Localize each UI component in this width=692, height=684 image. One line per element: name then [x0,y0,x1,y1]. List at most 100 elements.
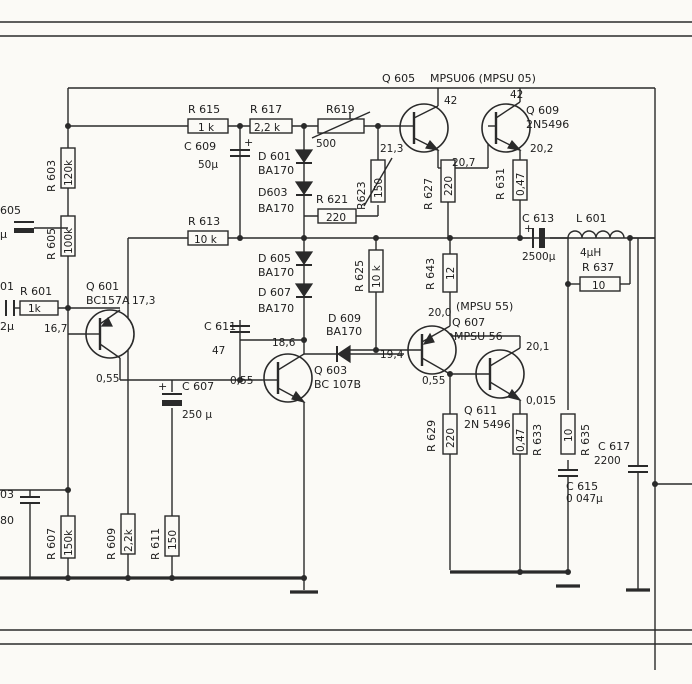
svg-text:R 603: R 603 [45,160,58,192]
svg-text:D 601: D 601 [258,150,291,163]
svg-text:BC157A: BC157A [86,294,130,307]
svg-text:10: 10 [592,280,605,292]
svg-text:03: 03 [0,488,14,501]
svg-text:100k: 100k [63,227,75,254]
svg-text:50µ: 50µ [198,159,218,171]
r603-body [60,147,76,189]
svg-text:150: 150 [167,530,179,550]
svg-text:BA170: BA170 [258,164,294,177]
svg-text:150k: 150k [63,529,75,556]
svg-text:4µH: 4µH [580,247,601,259]
r617-body [249,118,293,134]
svg-text:R 631: R 631 [494,168,507,200]
svg-text:0,47: 0,47 [515,429,527,452]
r633-body [512,413,528,455]
r635-body [560,413,576,455]
svg-text:µ: µ [0,228,7,241]
svg-text:2N5496: 2N5496 [526,118,569,131]
svg-text:20,2: 20,2 [530,143,553,155]
svg-text:0,47: 0,47 [515,173,527,196]
transistors: Q 605 MPSU06 (MPSU 05) Q 609 2N5496 Q 60… [68,72,569,431]
r605-body [60,215,76,257]
svg-text:220: 220 [326,212,346,224]
svg-text:80: 80 [0,514,14,527]
svg-text:R619: R619 [326,103,355,116]
svg-text:C 613: C 613 [522,212,554,225]
svg-text:C 607: C 607 [182,380,214,393]
svg-text:42: 42 [510,89,523,101]
frame-lines [0,21,692,645]
svg-text:D 607: D 607 [258,286,291,299]
d603-symbol [294,181,314,196]
svg-text:R 613: R 613 [188,215,220,228]
svg-text:16,7: 16,7 [44,323,67,335]
svg-text:0 047µ: 0 047µ [566,493,603,505]
svg-text:R 605: R 605 [45,228,58,260]
svg-text:Q 601: Q 601 [86,280,119,293]
svg-text:Q 611: Q 611 [464,404,497,417]
svg-text:0,015: 0,015 [526,395,556,407]
svg-text:D 609: D 609 [328,312,361,325]
svg-text:10: 10 [563,429,575,442]
svg-text:250 µ: 250 µ [182,409,212,421]
svg-text:R 625: R 625 [353,260,366,292]
ground-rails [0,570,650,594]
r615-body [187,118,229,134]
svg-text:+: + [524,222,533,235]
svg-text:D 605: D 605 [258,252,291,265]
svg-text:BA170: BA170 [258,302,294,315]
svg-text:19,4: 19,4 [380,349,404,361]
svg-text:12: 12 [445,267,457,280]
svg-text:47: 47 [212,345,225,357]
q603-body [263,353,313,403]
svg-text:220: 220 [445,428,457,448]
svg-text:C 617: C 617 [598,440,630,453]
svg-text:21,3: 21,3 [380,143,403,155]
d607-symbol [294,283,314,298]
r627-body [440,159,456,203]
svg-text:L 601: L 601 [576,212,607,225]
svg-text:R 635: R 635 [579,424,592,456]
svg-text:C 615: C 615 [566,480,598,493]
svg-text:R 609: R 609 [105,528,118,560]
r631-body [512,159,528,201]
svg-text:C 609: C 609 [184,140,216,153]
svg-text:BC 107B: BC 107B [314,378,361,391]
junction-dots [65,123,658,581]
r643-body [442,253,458,293]
voltage-labels: 42 42 21,3 20,7 20,2 17,3 16,7 0,55 18,6… [44,89,556,407]
r637-body [579,276,621,292]
resistors: 1 k R 615 2,2 k R 617 R619 500 120k R 60… [19,103,621,560]
svg-text:R 633: R 633 [531,424,544,456]
svg-text:10 k: 10 k [371,264,383,288]
d601-symbol [294,149,314,164]
svg-text:2,2 k: 2,2 k [254,122,281,134]
svg-text:R 621: R 621 [316,193,348,206]
inductor-l601: L 601 4µH [567,212,625,259]
r619-body [317,118,365,134]
svg-text:2500µ: 2500µ [522,251,556,263]
r611-body [164,515,180,557]
svg-text:R 611: R 611 [149,528,162,560]
svg-text:R 607: R 607 [45,528,58,560]
svg-text:220: 220 [443,176,455,196]
svg-text:01: 01 [0,280,14,293]
svg-text:20,0: 20,0 [428,307,451,319]
svg-text:R 601: R 601 [20,285,52,298]
svg-text:R 617: R 617 [250,103,282,116]
svg-text:605: 605 [0,204,21,217]
r613-body [187,230,229,246]
q605-body [399,103,449,153]
diodes: D 601 BA170 D603 BA170 D 605 BA170 D 607… [258,149,362,364]
svg-text:2µ: 2µ [0,320,14,333]
svg-text:0,55: 0,55 [96,373,119,385]
svg-text:R 629: R 629 [425,420,438,452]
svg-text:2200: 2200 [594,455,621,467]
svg-text:20,7: 20,7 [452,157,475,169]
svg-text:BA170: BA170 [258,202,294,215]
svg-text:0,55: 0,55 [422,375,445,387]
svg-text:R 615: R 615 [188,103,220,116]
svg-text:D603: D603 [258,186,287,199]
svg-text:2,2k: 2,2k [123,528,135,552]
